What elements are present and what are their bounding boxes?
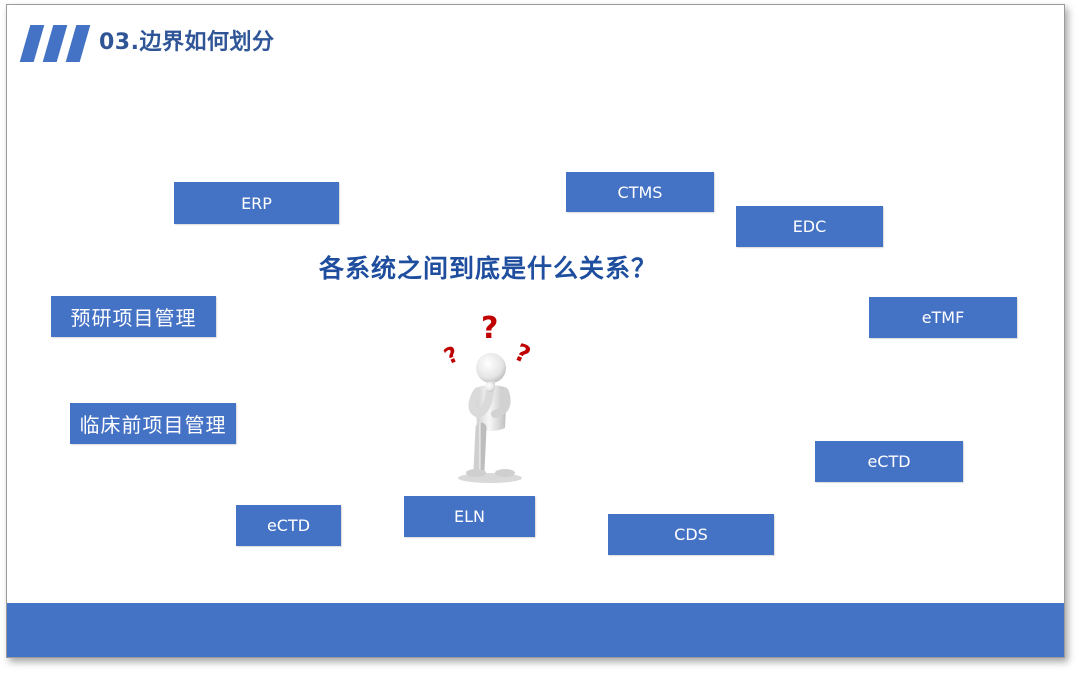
system-box-ectd-right: eCTD xyxy=(815,441,963,482)
system-box-etmf: eTMF xyxy=(869,297,1017,338)
system-box-preclinical-project-management: 临床前项目管理 xyxy=(70,403,236,444)
system-box-ectd-left: eCTD xyxy=(236,505,341,546)
header-bars-decoration xyxy=(19,25,101,62)
system-box-ctms: CTMS xyxy=(566,172,714,212)
thinking-person-icon: ? ? ? xyxy=(441,311,535,483)
central-question: 各系统之间到底是什么关系？ xyxy=(319,254,658,283)
system-box-eln: ELN xyxy=(404,496,535,537)
system-box-cds: CDS xyxy=(608,514,774,555)
svg-text:?: ? xyxy=(510,338,534,369)
slide: 03.边界如何划分 ERP CTMS EDC 各系统之间到底是什么关系？ 预研项… xyxy=(6,4,1065,658)
system-box-pre-research-project-management: 预研项目管理 xyxy=(51,296,216,337)
system-box-edc: EDC xyxy=(736,206,883,247)
svg-text:?: ? xyxy=(481,311,498,346)
system-box-erp: ERP xyxy=(174,182,339,224)
svg-text:?: ? xyxy=(441,342,463,370)
footer-bar xyxy=(7,603,1064,657)
page-title: 03.边界如何划分 xyxy=(99,30,275,55)
